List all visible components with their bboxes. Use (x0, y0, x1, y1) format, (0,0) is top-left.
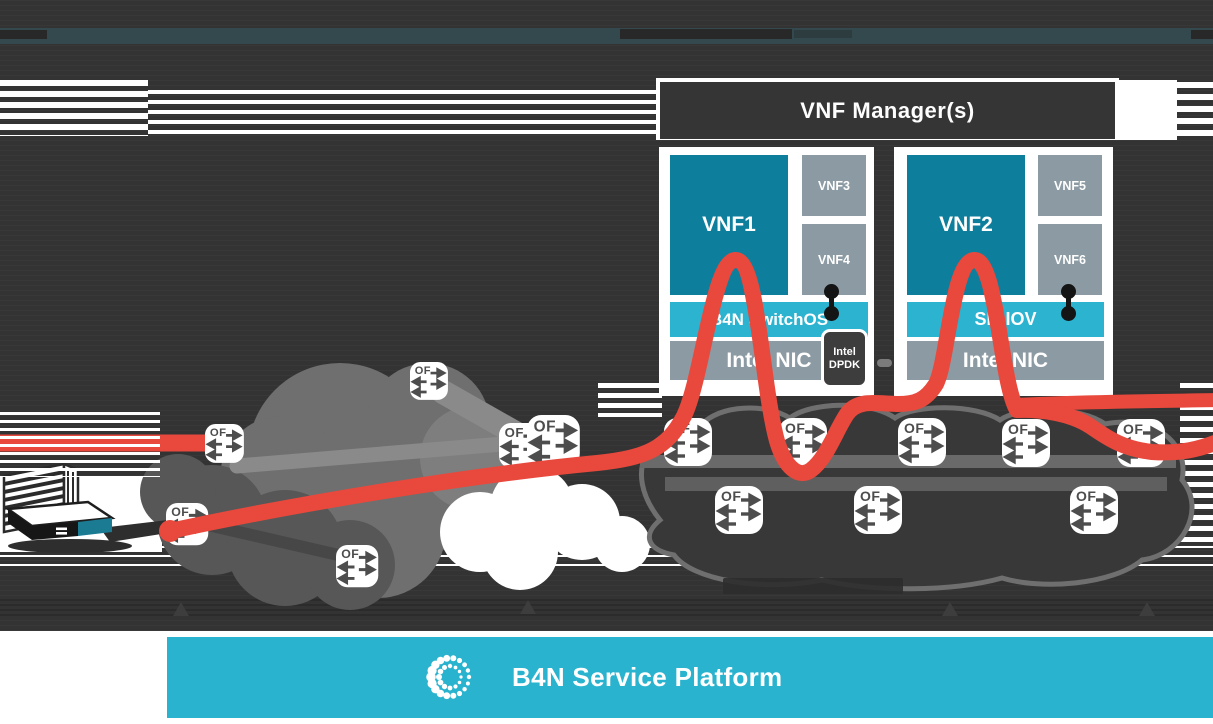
openflow-switch: OF (779, 418, 827, 466)
openflow-switch: OF (336, 545, 379, 588)
up-arrow-icon (1139, 602, 1155, 616)
band-accent-center (620, 29, 792, 39)
inter-server-link (877, 359, 892, 367)
switch-arrows-icon (166, 503, 208, 545)
openflow-switch: OF (205, 424, 244, 463)
openflow-switch: OF (527, 415, 580, 468)
badge-line-1: Intel (833, 345, 856, 358)
openflow-switch: OF (715, 486, 763, 534)
openflow-switch: OF (664, 418, 712, 466)
fine-dark-lines (0, 599, 1213, 618)
intel-nic-bar-2: Intel NIC (907, 341, 1104, 380)
switch-arrows-icon (205, 424, 244, 463)
up-arrow-icon (173, 602, 189, 616)
datacenter-building-icon (2, 462, 174, 553)
vnf1-box: VNF1 (670, 155, 788, 295)
switch-arrows-icon (779, 418, 827, 466)
vnf3-box: VNF3 (802, 155, 866, 216)
connector-dot (824, 306, 839, 321)
server-node-1: VNF1 VNF3 VNF4 B4N SwitchOS Intel NIC In… (659, 147, 874, 396)
server-node-2: VNF2 VNF5 VNF6 SR-IOV Intel NIC (894, 147, 1113, 396)
switch-arrows-icon (1117, 419, 1165, 467)
switch-arrows-icon (1070, 486, 1118, 534)
switch-arrows-icon (336, 545, 378, 587)
up-arrow-icon (942, 602, 958, 616)
switch-arrows-icon (410, 362, 448, 400)
badge-line-2: DPDK (828, 358, 861, 371)
connector-dot (1061, 284, 1076, 299)
band-accent-left (0, 30, 47, 39)
switch-arrows-icon (527, 415, 580, 468)
connector-dot (1061, 306, 1076, 321)
switch-arrows-icon (715, 486, 763, 534)
vnf-manager-title: VNF Manager(s) (800, 97, 975, 123)
service-platform-banner: B4N Service Platform (167, 637, 1213, 718)
openflow-switch: OF (854, 486, 902, 534)
switch-arrows-icon (854, 486, 902, 534)
illegible-caption (723, 578, 903, 594)
band-accent-small (794, 30, 852, 38)
openflow-switch: OF (1070, 486, 1118, 534)
openflow-switch: OF (1002, 419, 1050, 467)
openflow-switch: OF (410, 362, 448, 400)
connector-dot (824, 284, 839, 299)
vnf2-box: VNF2 (907, 155, 1025, 295)
band-accent-right (1191, 30, 1213, 39)
switch-arrows-icon (898, 418, 946, 466)
white-patch-right (1115, 80, 1177, 140)
sriov-layer: SR-IOV (907, 302, 1104, 337)
up-arrow-icon (520, 600, 536, 614)
vnf5-box: VNF5 (1038, 155, 1102, 216)
intel-dpdk-badge: Intel DPDK (821, 329, 868, 388)
openflow-switch: OF (1117, 419, 1165, 467)
top-teal-band (0, 28, 1213, 44)
openflow-switch: OF (166, 503, 209, 546)
openflow-switch: OF (898, 418, 946, 466)
switch-arrows-icon (664, 418, 712, 466)
b4n-logo-icon (426, 654, 472, 700)
platform-label: B4N Service Platform (512, 662, 783, 692)
vnf-manager-box: VNF Manager(s) (660, 82, 1115, 139)
switch-arrows-icon (1002, 419, 1050, 467)
